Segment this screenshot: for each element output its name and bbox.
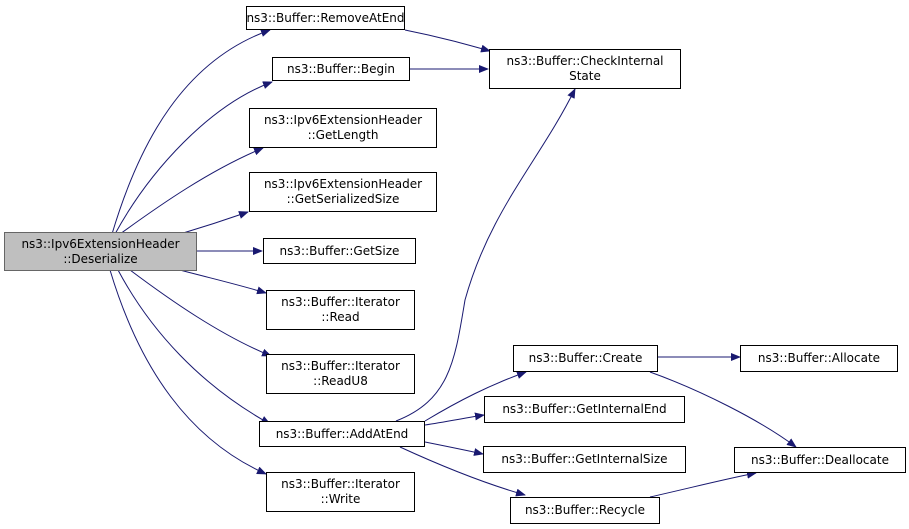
node-buffer-add-at-end[interactable]: ns3::Buffer::AddAtEnd bbox=[259, 421, 425, 447]
edge-addatend-getinternalsize bbox=[424, 441, 484, 456]
edge-deserialize-getlength bbox=[119, 147, 264, 235]
node-label-line: ::ReadU8 bbox=[313, 374, 368, 388]
edge-deserialize-begin bbox=[114, 81, 273, 235]
node-buffer-get-internal-end[interactable]: ns3::Buffer::GetInternalEnd bbox=[484, 396, 685, 423]
node-label-line: ns3::Buffer::Iterator bbox=[281, 295, 400, 309]
node-label-line: ns3::Buffer::Recycle bbox=[524, 503, 646, 517]
node-ipv6-extension-header-deserialize[interactable]: ns3::Ipv6ExtensionHeader ::Deserialize bbox=[4, 232, 197, 271]
node-label-line: ns3::Ipv6ExtensionHeader bbox=[263, 177, 423, 191]
edge-deserialize-read bbox=[179, 269, 267, 295]
edge-deserialize-addatend bbox=[117, 269, 271, 425]
node-label-line: ns3::Buffer::AddAtEnd bbox=[275, 426, 409, 441]
edge-recycle-deallocate bbox=[649, 470, 757, 498]
edge-removeatend-checkinternalstate bbox=[404, 29, 491, 53]
node-label-line: ns3::Buffer::Iterator bbox=[281, 477, 400, 491]
edge-create-deallocate bbox=[649, 371, 797, 448]
node-label-line: ns3::Buffer::Iterator bbox=[281, 359, 400, 373]
node-label-line: ns3::Buffer::RemoveAtEnd bbox=[246, 10, 405, 25]
node-ipv6-extension-header-get-serialized-size[interactable]: ns3::Ipv6ExtensionHeader ::GetSerialized… bbox=[249, 172, 437, 212]
node-buffer-begin[interactable]: ns3::Buffer::Begin bbox=[272, 57, 410, 81]
node-label-line: ::Deserialize bbox=[63, 251, 138, 266]
node-label-line: ::Write bbox=[320, 492, 361, 506]
node-buffer-get-size[interactable]: ns3::Buffer::GetSize bbox=[263, 238, 416, 264]
node-label-line: ns3::Ipv6ExtensionHeader bbox=[21, 236, 180, 251]
edge-addatend-create bbox=[424, 371, 527, 422]
node-buffer-deallocate[interactable]: ns3::Buffer::Deallocate bbox=[734, 447, 906, 473]
node-buffer-create[interactable]: ns3::Buffer::Create bbox=[513, 345, 658, 372]
node-label-line: ns3::Buffer::Deallocate bbox=[751, 452, 889, 467]
node-buffer-iterator-read-u8[interactable]: ns3::Buffer::Iterator ::ReadU8 bbox=[266, 354, 415, 394]
edge-addatend-checkinternalstate bbox=[395, 88, 576, 422]
node-buffer-iterator-write[interactable]: ns3::Buffer::Iterator ::Write bbox=[266, 472, 415, 512]
node-label-line: ns3::Buffer::Begin bbox=[286, 61, 396, 76]
edge-addatend-recycle bbox=[399, 446, 526, 497]
edge-deserialize-write bbox=[109, 269, 267, 475]
node-label-line: ns3::Ipv6ExtensionHeader bbox=[263, 113, 423, 127]
node-buffer-remove-at-end[interactable]: ns3::Buffer::RemoveAtEnd bbox=[246, 6, 405, 30]
node-label-line: State bbox=[569, 69, 601, 83]
edge-deserialize-readu8 bbox=[129, 269, 272, 357]
node-buffer-get-internal-size[interactable]: ns3::Buffer::GetInternalSize bbox=[483, 446, 686, 473]
node-buffer-allocate[interactable]: ns3::Buffer::Allocate bbox=[740, 345, 898, 372]
node-label-line: ns3::Buffer::Create bbox=[528, 351, 643, 365]
node-label-line: ns3::Buffer::GetSize bbox=[279, 243, 400, 258]
node-buffer-iterator-read[interactable]: ns3::Buffer::Iterator ::Read bbox=[266, 290, 415, 330]
node-label-line: ns3::Buffer::CheckInternal bbox=[506, 54, 664, 68]
edge-deserialize-getserializedsize bbox=[179, 211, 249, 235]
node-label-line: ::GetLength bbox=[307, 128, 379, 142]
node-buffer-recycle[interactable]: ns3::Buffer::Recycle bbox=[510, 497, 660, 524]
node-label-line: ns3::Buffer::GetInternalSize bbox=[501, 452, 668, 466]
edge-addatend-getinternalend bbox=[424, 412, 485, 426]
node-buffer-check-internal-state[interactable]: ns3::Buffer::CheckInternal State bbox=[489, 49, 681, 89]
node-label-line: ::GetSerializedSize bbox=[286, 192, 400, 206]
node-ipv6-extension-header-get-length[interactable]: ns3::Ipv6ExtensionHeader ::GetLength bbox=[249, 108, 437, 148]
node-label-line: ::Read bbox=[321, 310, 360, 324]
node-label-line: ns3::Buffer::Allocate bbox=[757, 351, 881, 365]
node-label-line: ns3::Buffer::GetInternalEnd bbox=[502, 402, 667, 416]
edge-deserialize-removeatend bbox=[111, 29, 271, 235]
